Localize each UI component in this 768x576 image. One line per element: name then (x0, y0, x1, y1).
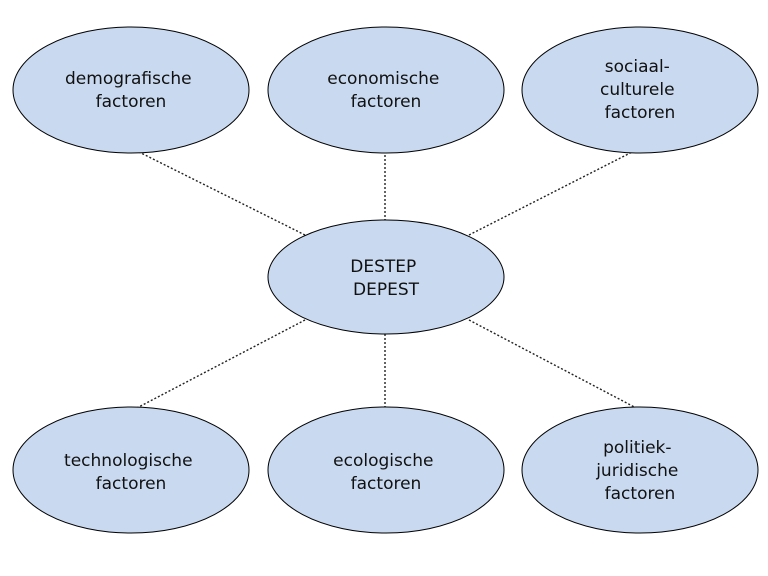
node-label: DESTEP DEPEST (350, 257, 421, 300)
node-label-line: demografische (65, 69, 192, 89)
node-label: technologische factoren (64, 451, 198, 494)
node-ecologische: ecologische factoren (267, 406, 505, 534)
node-label-line: politiek- (603, 438, 671, 458)
node-label: economische factoren (327, 69, 445, 112)
node-ellipse (267, 26, 505, 154)
connectors (132, 147, 641, 411)
node-label: ecologische factoren (333, 451, 439, 494)
node-ellipse (12, 26, 250, 154)
node-label-line: factoren (96, 474, 167, 494)
node-label-line: DESTEP (350, 257, 416, 277)
node-label-line: factoren (96, 92, 167, 112)
node-economische: economische factoren (267, 26, 505, 154)
node-label-line: factoren (351, 92, 422, 112)
node-label: politiek- juridische factoren (595, 438, 684, 504)
node-label-line: factoren (351, 474, 422, 494)
connector-technologische (132, 319, 306, 411)
node-label: sociaal- culturele factoren (600, 57, 680, 123)
node-label-line: factoren (605, 484, 676, 504)
connector-politiek-juridische (468, 319, 641, 411)
node-label-line: technologische (64, 451, 193, 471)
node-label-line: economische (327, 69, 439, 89)
node-technologische: technologische factoren (12, 406, 250, 534)
node-label-line: juridische (595, 461, 678, 481)
node-ellipse (267, 219, 505, 335)
node-center: DESTEP DEPEST (267, 219, 505, 335)
node-demografische: demografische factoren (12, 26, 250, 154)
node-label-line: sociaal- (605, 57, 670, 77)
node-ellipse (267, 406, 505, 534)
connector-demografische (132, 148, 306, 236)
node-sociaal-culturele: sociaal- culturele factoren (521, 26, 759, 154)
node-ellipse (12, 406, 250, 534)
node-label-line: ecologische (333, 451, 433, 471)
node-label-line: factoren (605, 103, 676, 123)
node-ellipse (521, 26, 759, 154)
connector-sociaal-culturele (468, 147, 641, 236)
node-ellipse (521, 406, 759, 534)
node-politiek-juridische: politiek- juridische factoren (521, 406, 759, 534)
node-label-line: culturele (600, 80, 675, 100)
node-label-line: DEPEST (353, 280, 420, 300)
node-label: demografische factoren (65, 69, 197, 112)
